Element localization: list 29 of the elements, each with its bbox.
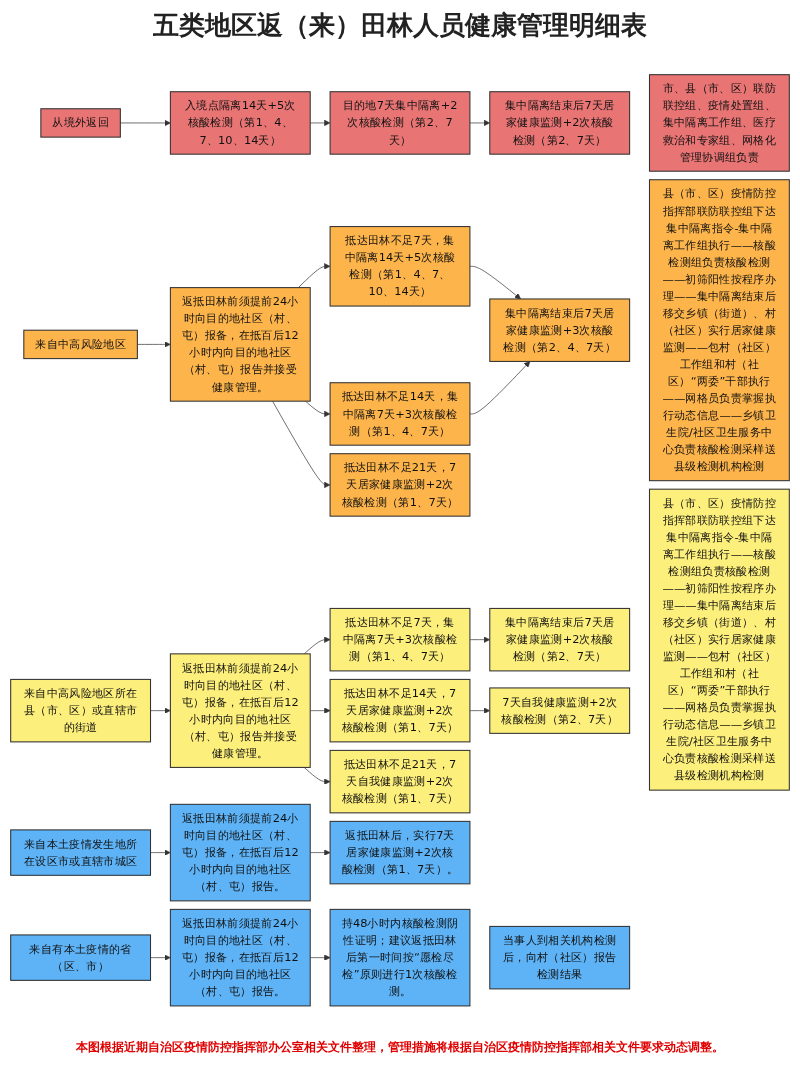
node-box: 从境外返回 — [40, 107, 121, 138]
node-box: 目的地7天集中隔离+2次核酸检测（第2、7天） — [329, 90, 471, 155]
node-box: 抵达田林不足7天，集中隔离7天+3次核酸检测（第1、4、7天） — [329, 607, 471, 672]
node-box: 集中隔离结束后7天居家健康监测+2次核酸检测（第2、7天） — [489, 607, 631, 672]
node-box: 县（市、区）疫情防控指挥部联防联控组下达集中隔离指令-集中隔离工作组执行——核酸检测组负责核酸检测——初筛阳性按程序办理——集中隔离结束后移交乡镇（街道）、村（社区）实行居家健康监测——包村（社区）工作组和村（社区）“两委”干部执行——网格员负责掌握执行动态信息——乡镇卫生院/社区卫生服务中心负责核酸检测采样送县级检测机构检测 — [648, 178, 790, 481]
node-box: 来自本土疫情发生地所在设区市或直辖市城区 — [10, 829, 152, 876]
node-box: 市、县（市、区）联防联控组、疫情处置组、集中隔离工作组、医疗救治和专家组、网格化管理协调组负责 — [648, 73, 790, 172]
node-box: 抵达田林不足14天，7天居家健康监测+2次核酸检测（第1、7天） — [329, 678, 471, 743]
node-box: 当事人到相关机构检测后，向村（社区）报告检测结果 — [489, 925, 631, 990]
node-box: 返抵田林前须提前24小时向目的地社区（村、屯）报备，在抵百后12小时内向目的地社区（村、屯）报告并接受健康管理。 — [169, 286, 311, 402]
node-box: 返抵田林前须提前24小时向目的地社区（村、屯）报备，在抵百后12小时内向目的地社区（村、屯）报告。 — [169, 803, 311, 902]
node-box: 7天自我健康监测+2次核酸检测（第2、7天） — [489, 687, 631, 734]
node-box: 返抵田林前须提前24小时向目的地社区（村、屯）报备，在抵百后12小时内向目的地社区（村、屯）报告并接受健康管理。 — [169, 653, 311, 768]
node-box: 来自有本土疫情的省（区、市） — [10, 934, 152, 981]
node-box: 抵达田林不足21天，7天居家健康监测+2次核酸检测（第1、7天） — [329, 452, 471, 517]
node-box: 集中隔离结束后7天居家健康监测+2次核酸检测（第2、7天） — [489, 90, 631, 155]
node-box: 返抵田林后，实行7天居家健康监测+2次核酸检测（第1、7天）。 — [329, 820, 471, 885]
node-box: 抵达田林不足14天，集中隔离7天+3次核酸检测（第1、4、7天） — [329, 381, 471, 446]
node-box: 返抵田林前须提前24小时向目的地社区（村、屯）报备，在抵百后12小时内向目的地社区（村、屯）报告。 — [169, 908, 311, 1007]
node-box: 县（市、区）疫情防控指挥部联防联控组下达集中隔离指令-集中隔离工作组执行——核酸检测组负责核酸检测——初筛阳性按程序办理——集中隔离结束后移交乡镇（街道）、村（社区）实行居家健康监测——包村（社区）工作组和村（社区）“两委”干部执行——网格员负责掌握执行动态信息——乡镇卫生院/社区卫生服务中心负责核酸检测采样送县级检测机构检测 — [648, 488, 790, 791]
node-box: 来自中高风险地区 — [23, 329, 138, 359]
footnote: 本图根据近期自治区疫情防控指挥部办公室相关文件整理，管理措施将根据自治区疫情防控指挥部相关文件要求动态调整。 — [75, 1039, 725, 1056]
node-box: 抵达田林不足21天，7天自我健康监测+2次核酸检测（第1、7天） — [329, 749, 471, 814]
node-box: 集中隔离结束后7天居家健康监测+3次核酸检测（第2、4、7天） — [489, 298, 631, 362]
diagram-title: 五类地区返（来）田林人员健康管理明细表 — [152, 9, 648, 42]
node-box: 入境点隔离14天+5次核酸检测（第1、4、7、10、14天） — [169, 90, 311, 155]
node-box: 来自中高风险地区所在县（市、区）或直辖市的街道 — [10, 678, 152, 743]
node-box: 抵达田林不足7天，集中隔离14天+5次核酸检测（第1、4、7、10、14天） — [329, 225, 471, 307]
node-box: 持48小时内核酸检测阴性证明；建议返抵田林后第一时间按“愿检尽检”原则进行1次核酸检测。 — [329, 908, 471, 1007]
